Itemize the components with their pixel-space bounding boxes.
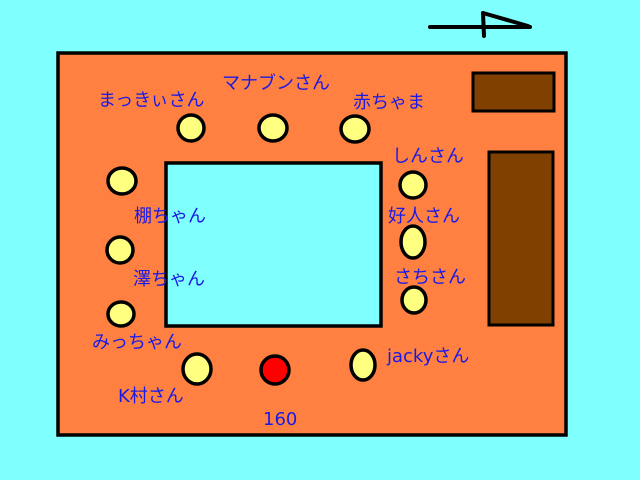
seat-akachama[interactable] xyxy=(339,114,371,144)
seat-kmura[interactable] xyxy=(181,352,213,386)
label-kmura: K村さん xyxy=(118,386,184,407)
seat-makki[interactable] xyxy=(176,113,206,143)
room xyxy=(56,51,568,437)
label-jacky: jackyさん xyxy=(386,346,469,367)
tall-cabinet xyxy=(487,150,555,327)
small-cabinet xyxy=(471,71,556,113)
label-micchan: みっちゃん xyxy=(92,332,182,353)
label-sawa: 澤ちゃん xyxy=(133,269,205,290)
seat-kojin[interactable] xyxy=(399,224,427,260)
seat-manabun[interactable] xyxy=(257,113,289,143)
label-number: 160 xyxy=(263,409,297,430)
seat-tana[interactable] xyxy=(106,166,138,196)
label-manabun: マナブンさん xyxy=(222,72,330,94)
label-shin: しんさん xyxy=(392,146,464,167)
label-tana: 棚ちゃん xyxy=(134,206,206,227)
label-akachama: 赤ちゃま xyxy=(353,92,425,113)
north-arrow-icon xyxy=(428,11,532,38)
seat-shin[interactable] xyxy=(398,170,428,200)
label-makki: まっきぃさん xyxy=(98,90,205,111)
label-kojin: 好人さん xyxy=(388,206,460,227)
center-table xyxy=(164,161,383,328)
seat-highlighted[interactable] xyxy=(259,354,291,386)
seat-sachi[interactable] xyxy=(400,285,428,315)
seat-micchan[interactable] xyxy=(106,300,136,328)
seat-jacky[interactable] xyxy=(349,348,377,382)
label-sachi: さちさん xyxy=(394,267,466,288)
seat-sawa[interactable] xyxy=(105,235,135,265)
